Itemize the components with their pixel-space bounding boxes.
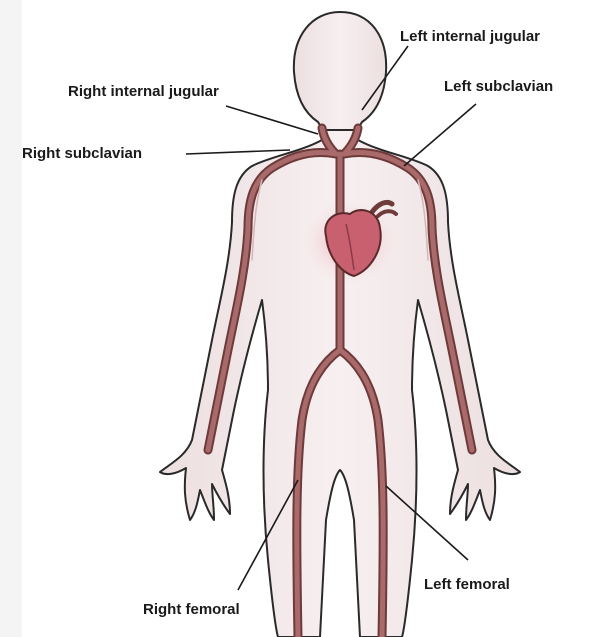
label-right-femoral: Right femoral <box>143 601 240 619</box>
label-left-subclavian: Left subclavian <box>444 78 553 96</box>
page-shade <box>0 0 22 637</box>
label-right-subclavian: Right subclavian <box>22 145 142 163</box>
head-outline <box>294 12 386 132</box>
label-left-internal-jugular: Left internal jugular <box>400 28 540 46</box>
label-left-femoral: Left femoral <box>424 576 510 594</box>
leader-left-subclavian <box>404 104 476 166</box>
leader-right-internal-jugular <box>226 106 318 134</box>
label-right-internal-jugular: Right internal jugular <box>68 83 219 101</box>
leader-right-subclavian <box>186 150 290 154</box>
